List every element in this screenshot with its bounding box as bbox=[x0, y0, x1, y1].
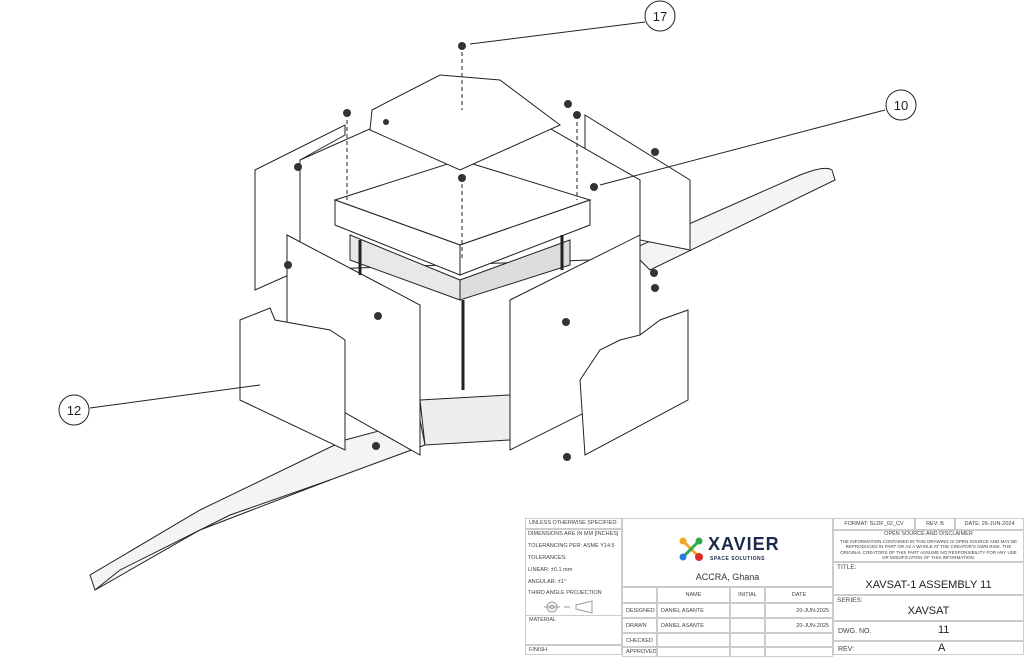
material-field: MATERIAL bbox=[525, 615, 622, 645]
svg-text:17: 17 bbox=[653, 9, 667, 24]
signoff-label: DRAWN bbox=[622, 618, 657, 633]
callout-10: 10 bbox=[885, 89, 917, 121]
signoff-name: DANIEL ASANTE bbox=[657, 603, 730, 618]
signoff-initial bbox=[730, 647, 765, 657]
title-box: TITLE: XAVSAT-1 ASSEMBLY 11 bbox=[833, 562, 1024, 595]
dimensions-note: DIMENSIONS ARE IN MM [INCHES] bbox=[528, 531, 619, 537]
rev-label: REV: bbox=[838, 646, 855, 653]
third-angle-projection-icon bbox=[544, 600, 593, 614]
signoff-name bbox=[657, 633, 730, 647]
signoff-header-blank bbox=[622, 587, 657, 603]
series-box: SERIES: XAVSAT bbox=[833, 595, 1024, 621]
company-name: XAVIER bbox=[708, 534, 780, 554]
signoff-header-initial: INITIAL bbox=[730, 587, 765, 603]
format-field: FORMAT: SLDF_02_CV bbox=[833, 518, 915, 530]
signoff-header-date: DATE bbox=[765, 587, 833, 603]
company-tagline: SPACE SOLUTIONS bbox=[710, 556, 765, 562]
title-label: TITLE: bbox=[837, 564, 857, 571]
signoff-initial bbox=[730, 618, 765, 633]
spec-box bbox=[525, 529, 622, 615]
drawing-title: XAVSAT-1 ASSEMBLY 11 bbox=[865, 579, 992, 591]
svg-text:12: 12 bbox=[67, 403, 81, 418]
top-plate bbox=[369, 74, 561, 171]
signoff-date: 20-JUN-2025 bbox=[765, 618, 833, 633]
signoff-name bbox=[657, 647, 730, 657]
dwg-no-box: DWG. NO. 11 bbox=[833, 621, 1024, 641]
signoff-label: DESIGNED bbox=[622, 603, 657, 618]
angular-tolerance: ANGULAR: ±1° bbox=[528, 579, 566, 585]
rev-value: A bbox=[938, 642, 946, 654]
dwg-no-value: 11 bbox=[938, 624, 950, 636]
signoff-initial bbox=[730, 633, 765, 647]
signoff-label: CHECKED bbox=[622, 633, 657, 647]
signoff-header-name: NAME bbox=[657, 587, 730, 603]
tolerancing-note: TOLERANCING PER: ASME Y14.5 bbox=[528, 543, 615, 549]
signoff-date: 20-JUN-2025 bbox=[765, 603, 833, 618]
series-label: SERIES: bbox=[837, 597, 863, 604]
outer-panel-left bbox=[239, 307, 346, 451]
disclaimer-box: OPEN SOURCE AND DISCLAIMER THE INFORMATI… bbox=[833, 530, 1024, 562]
disclaimer-title: OPEN SOURCE AND DISCLAIMER bbox=[884, 531, 973, 537]
signoff-date bbox=[765, 647, 833, 657]
signoff-initial bbox=[730, 603, 765, 618]
finish-field: FINISH bbox=[525, 645, 622, 655]
company-location: ACCRA, Ghana bbox=[695, 572, 760, 582]
signoff-label: APPROVED bbox=[622, 647, 657, 657]
outer-panel-right bbox=[579, 309, 689, 456]
series-value: XAVSAT bbox=[907, 605, 950, 617]
disclaimer-text: THE INFORMATION CONTAINED IN THIS DRAWIN… bbox=[839, 538, 1018, 561]
format-date-field: DATE: 26-JUN-2024 bbox=[955, 518, 1024, 530]
projection-note: THIRD ANGLE PROJECTION bbox=[528, 590, 602, 596]
spec-header: UNLESS OTHERWISE SPECIFIED: bbox=[525, 518, 622, 529]
signoff-name: DANIEL ASANTE bbox=[657, 618, 730, 633]
callout-12: 12 bbox=[58, 394, 90, 426]
xavier-logo-icon bbox=[679, 537, 703, 561]
company-logo-area bbox=[622, 518, 833, 587]
linear-tolerance: LINEAR: ±0.1 mm bbox=[528, 567, 573, 573]
signoff-date bbox=[765, 633, 833, 647]
screw-icon bbox=[458, 42, 466, 50]
svg-text:10: 10 bbox=[894, 98, 908, 113]
dwg-no-label: DWG. NO. bbox=[838, 628, 872, 635]
format-rev-field: REV: B bbox=[915, 518, 955, 530]
tolerances-note: TOLERANCES: bbox=[528, 555, 567, 561]
rev-box: REV: A bbox=[833, 641, 1024, 655]
callout-17: 17 bbox=[644, 0, 676, 32]
